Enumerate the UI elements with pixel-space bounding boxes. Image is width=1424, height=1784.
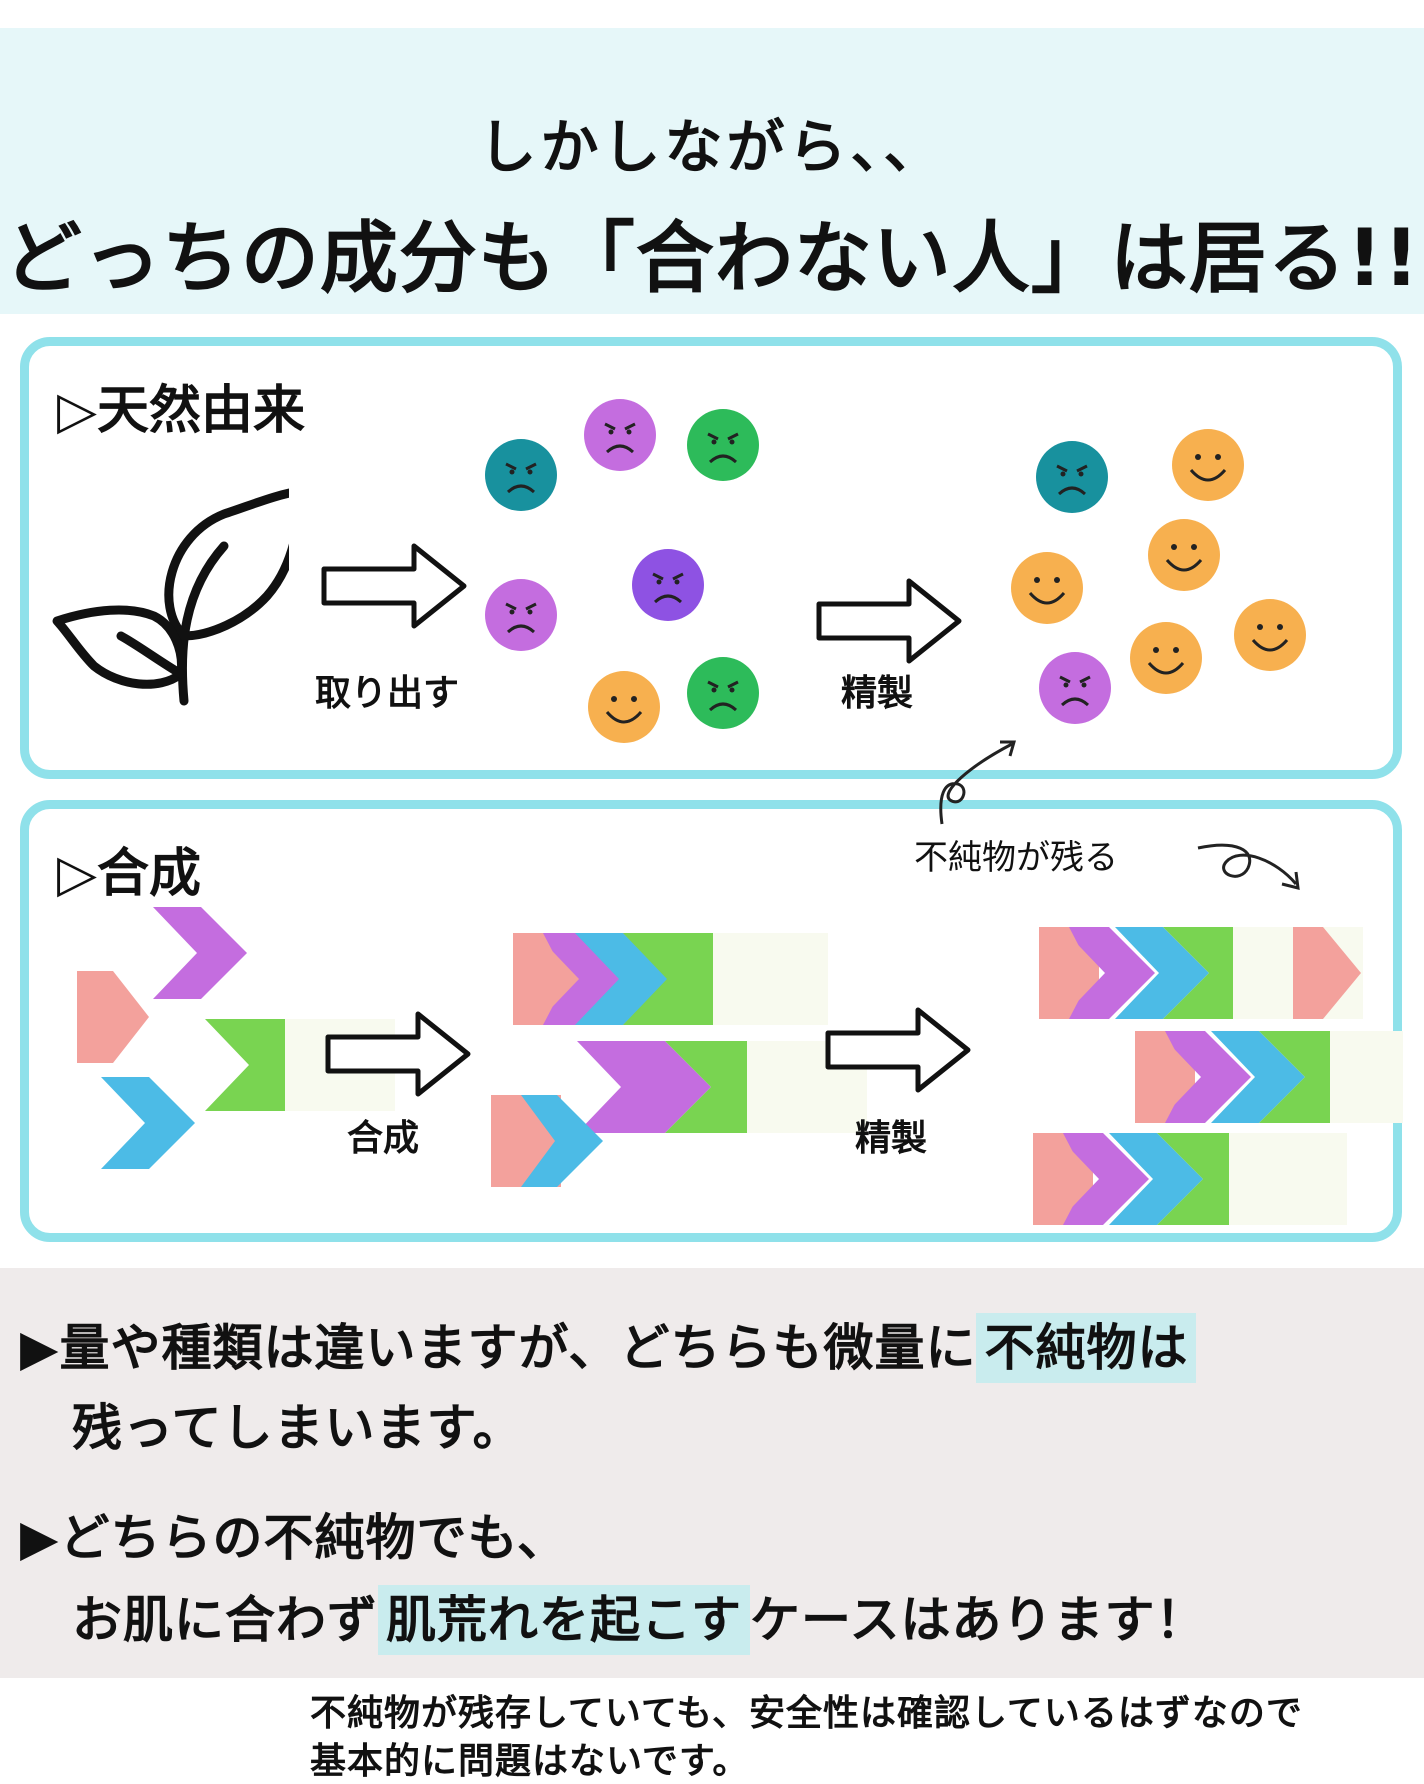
molecule-chain	[1039, 927, 1363, 1019]
leaf-icon	[52, 488, 289, 706]
refine-label: 精製	[855, 1118, 928, 1159]
page-title: どっちの成分も「合わない人」は居る!!	[3, 214, 1421, 304]
molecule-chain	[1033, 1133, 1347, 1225]
natural-title: ▷天然由来	[57, 381, 305, 441]
molecule-chain	[491, 1095, 603, 1187]
smiley-face-icon	[1147, 518, 1221, 592]
angry-face-icon	[583, 398, 657, 472]
bullet-2-text-end: ケースはあります！	[750, 1591, 1207, 1649]
arrow-right-icon	[325, 1011, 471, 1097]
bullet-1-text: ▶量や種類は違いますが、どちらも微量に	[20, 1319, 977, 1377]
bullet-2-line-2: お肌に合わず肌荒れを起こすケースはあります！	[72, 1580, 1207, 1655]
purple-chevron-icon	[153, 907, 247, 999]
footnote-line-2: 基本的に問題はないです。	[310, 1741, 750, 1782]
molecule-chain	[577, 1041, 867, 1133]
molecule-chain	[1135, 1031, 1403, 1123]
highlight-impurity: 不純物は	[976, 1313, 1197, 1383]
extract-label: 取り出す	[315, 673, 460, 714]
bullet-2-text: お肌に合わず	[72, 1591, 378, 1649]
arrow-right-icon	[816, 578, 962, 664]
impurity-annotation: 不純物が残る	[914, 838, 1118, 878]
curly-arrow-icon	[1197, 843, 1300, 890]
blue-chevron-icon	[101, 1077, 195, 1169]
header-banner: しかしながら、、 どっちの成分も「合わない人」は居る!!	[0, 28, 1424, 314]
pink-chevron-icon	[77, 971, 149, 1063]
arrow-right-icon	[321, 543, 467, 629]
angry-face-icon	[484, 438, 558, 512]
angry-face-icon	[484, 578, 558, 652]
smiley-face-icon	[1233, 598, 1307, 672]
smiley-face-icon	[1010, 551, 1084, 625]
angry-face-icon	[1035, 440, 1109, 514]
molecule-chain	[513, 933, 828, 1025]
natural-panel: ▷天然由来 取り出す 精製	[20, 337, 1402, 779]
arrow-right-icon	[825, 1007, 971, 1093]
footnote-line-1: 不純物が残存していても、安全性は確認しているはずなので	[310, 1693, 1303, 1734]
bullet-1-line-2: 残ってしまいます。	[72, 1399, 524, 1457]
bullet-1-line-1: ▶量や種類は違いますが、どちらも微量に不純物は	[20, 1308, 1197, 1383]
synth-label: 合成	[347, 1118, 420, 1159]
highlight-skin-trouble: 肌荒れを起こす	[378, 1585, 750, 1655]
curly-arrow-icon	[939, 740, 1016, 825]
smiley-face-icon	[587, 670, 661, 744]
angry-face-icon	[1038, 651, 1112, 725]
synthetic-panel: ▷合成 合成 精製	[20, 800, 1403, 1242]
bullet-2-line-1: ▶どちらの不純物でも、	[20, 1509, 568, 1567]
angry-face-icon	[686, 656, 760, 730]
summary-section: ▶量や種類は違いますが、どちらも微量に不純物は 残ってしまいます。 ▶どちらの不…	[0, 1268, 1424, 1678]
synthetic-title: ▷合成	[57, 844, 201, 904]
refine-label: 精製	[841, 673, 914, 714]
subtitle: しかしながら、、	[478, 113, 946, 181]
smiley-face-icon	[1171, 428, 1245, 502]
smiley-face-icon	[1129, 621, 1203, 695]
angry-face-icon	[631, 548, 705, 622]
angry-face-icon	[686, 408, 760, 482]
